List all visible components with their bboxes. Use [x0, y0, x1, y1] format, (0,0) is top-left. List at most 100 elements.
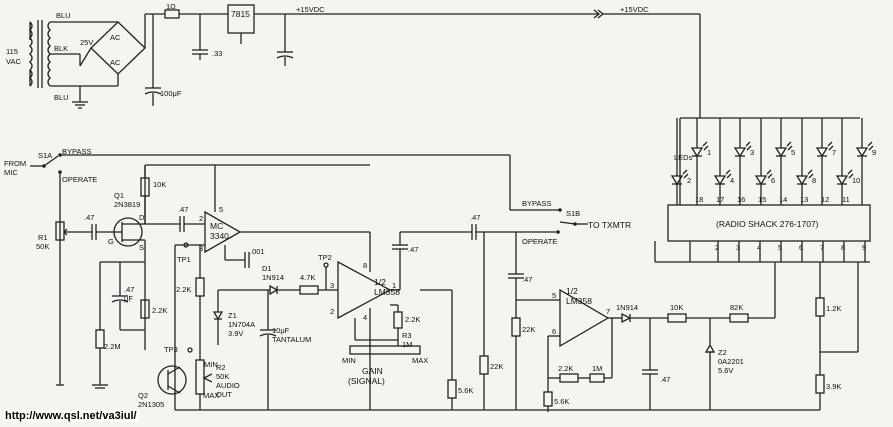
switch-s1a	[30, 153, 510, 232]
bridge-voltage-label: 25V	[80, 38, 93, 47]
capacitor-label: .47	[660, 375, 670, 384]
capacitor-100uf-label: 100μF	[160, 89, 182, 98]
pin-number-top: 17	[716, 195, 724, 204]
potentiometer-label: 50K	[216, 372, 229, 381]
resistor-label: 82K	[730, 303, 743, 312]
pin-number-bottom: 6	[799, 243, 803, 252]
zener-label: 3.9V	[228, 329, 243, 338]
pot-min-label: MIN	[342, 356, 356, 365]
resistor-label: 2.2K	[558, 364, 573, 373]
pin-number-bottom: 9	[862, 243, 866, 252]
supply-voltage-label: +15VDC	[296, 5, 325, 14]
capacitor-100uf	[144, 14, 162, 106]
test-point-label: TP3	[164, 345, 178, 354]
switch-position-label: OPERATE	[62, 175, 97, 184]
potentiometer-label: 50K	[36, 242, 49, 251]
resistor-label: 22K	[522, 325, 535, 334]
resistor-label: 22K	[490, 362, 503, 371]
diode-d1	[269, 284, 279, 296]
ic-label: 3340	[210, 231, 229, 241]
resistor-22k	[479, 355, 489, 375]
test-point-label: TP2	[318, 253, 332, 262]
led-icon	[815, 118, 834, 205]
capacitor-033-label: .33	[212, 49, 222, 58]
resistor-1m	[589, 373, 605, 383]
pot-max-label: MAX	[412, 356, 428, 365]
resistor-3k9	[815, 374, 825, 394]
led-number: 7	[832, 148, 836, 157]
capacitor-label: TANTALUM	[272, 335, 311, 344]
switch-position-label: BYPASS	[522, 199, 551, 208]
led-number: 6	[771, 176, 775, 185]
pin-number-top: 12	[821, 195, 829, 204]
led-array-label: LEDs	[674, 153, 693, 162]
resistor-10k	[667, 313, 687, 323]
potentiometer-label: AUDIO	[216, 381, 240, 390]
resistor-label: 2.2K	[405, 315, 420, 324]
resistor-label: 3.9K	[826, 382, 841, 391]
bargraph-module	[667, 204, 871, 242]
zener-z2	[704, 343, 716, 353]
switch-label: S1A	[38, 151, 52, 160]
diode-label: D1	[262, 264, 272, 273]
capacitor-label: .47	[408, 245, 418, 254]
ic-label: 1/2	[566, 286, 578, 296]
bridge-rectifier	[79, 14, 146, 87]
gain-label: GAIN	[362, 366, 383, 376]
switch-position-label: OPERATE	[522, 237, 557, 246]
capacitor-input	[91, 224, 115, 240]
regulator-label: 7815	[231, 9, 250, 19]
led-number: 3	[750, 148, 754, 157]
ac-label: AC	[110, 33, 121, 42]
ic-label: MC	[210, 221, 223, 231]
led-number: 8	[812, 176, 816, 185]
resistor-1k2	[815, 297, 825, 317]
diode-1n914	[621, 312, 632, 324]
zener-z1	[212, 311, 224, 321]
capacitor-label: .47	[522, 275, 532, 284]
led-number: 9	[872, 148, 876, 157]
test-point	[323, 262, 329, 268]
ic-label: LM358	[374, 287, 400, 297]
capacitor-label: .47	[470, 213, 480, 222]
capacitor-label: 10μF	[272, 326, 290, 335]
capacitor-033	[192, 14, 208, 60]
pin-number-bottom: 2	[715, 243, 719, 252]
pin-label: 2	[330, 307, 334, 316]
potentiometer-r3	[349, 345, 421, 355]
resistor-label: 2.2K	[176, 285, 191, 294]
led-number: 2	[687, 176, 691, 185]
capacitor-label: .001	[250, 247, 265, 256]
source-url[interactable]: http://www.qsl.net/va3iul/	[3, 410, 139, 422]
led-icon	[855, 118, 874, 205]
wire-color-label: BLK	[54, 44, 68, 53]
pin-label: 3	[330, 281, 334, 290]
capacitor-label: .47	[124, 285, 134, 294]
transformer	[29, 20, 118, 109]
pin-label: 2	[199, 214, 203, 223]
resistor-1ohm-label: 1Ω	[166, 2, 176, 11]
mic-input-label: MIC	[4, 168, 18, 177]
ic-label: 1/2	[374, 277, 386, 287]
pin-number-top: 16	[737, 195, 745, 204]
resistor-label: 4.7K	[300, 273, 315, 282]
pin-number-top: 11	[842, 195, 850, 204]
pin-label: G	[108, 237, 114, 246]
transistor-label: Q2	[138, 391, 148, 400]
resistor-label: 10K	[153, 180, 166, 189]
resistor-5k6	[543, 391, 553, 407]
zener-label: 1N704A	[228, 320, 255, 329]
ac-label: AC	[110, 58, 121, 67]
resistor-label: 2.2K	[152, 306, 167, 315]
pin-number-top: 14	[779, 195, 787, 204]
zener-label: Z2	[718, 348, 727, 357]
potentiometer-label: 1M	[402, 340, 412, 349]
pin-label: 4	[363, 313, 367, 322]
resistor-2k2	[559, 373, 579, 383]
resistor-label: 2.2M	[104, 342, 121, 351]
ic-label: LM358	[566, 296, 592, 306]
pin-label: S	[139, 243, 144, 252]
resistor-label: 5.6K	[458, 386, 473, 395]
